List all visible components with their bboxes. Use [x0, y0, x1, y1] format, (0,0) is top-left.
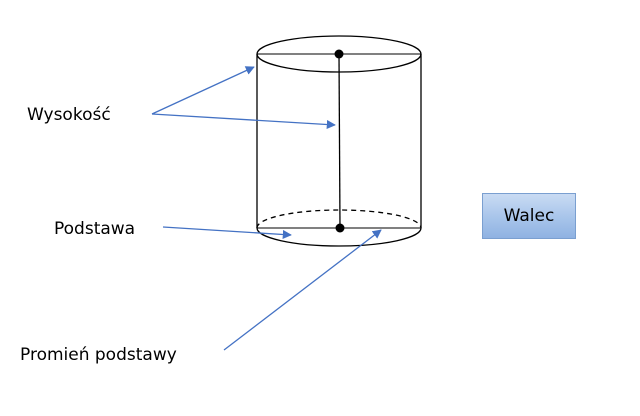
- cylinder-bottom-back-arc: [256, 209, 422, 229]
- top-center-point: [334, 49, 344, 59]
- height-label: Wysokość: [27, 105, 111, 125]
- base-label: Podstawa: [54, 219, 135, 239]
- cylinder-title-box: Walec: [482, 193, 576, 239]
- height-arrow-to-side: [151, 66, 255, 115]
- base-arrow: [162, 226, 292, 240]
- cylinder-title: Walec: [503, 206, 555, 226]
- radius-arrow: [223, 229, 382, 351]
- bottom-center-point: [335, 223, 345, 233]
- base-radius-label: Promień podstawy: [20, 345, 177, 365]
- cylinder-axis-line: [338, 53, 341, 229]
- height-arrow-to-axis: [151, 113, 336, 130]
- cylinder-bottom-front-arc: [256, 227, 422, 247]
